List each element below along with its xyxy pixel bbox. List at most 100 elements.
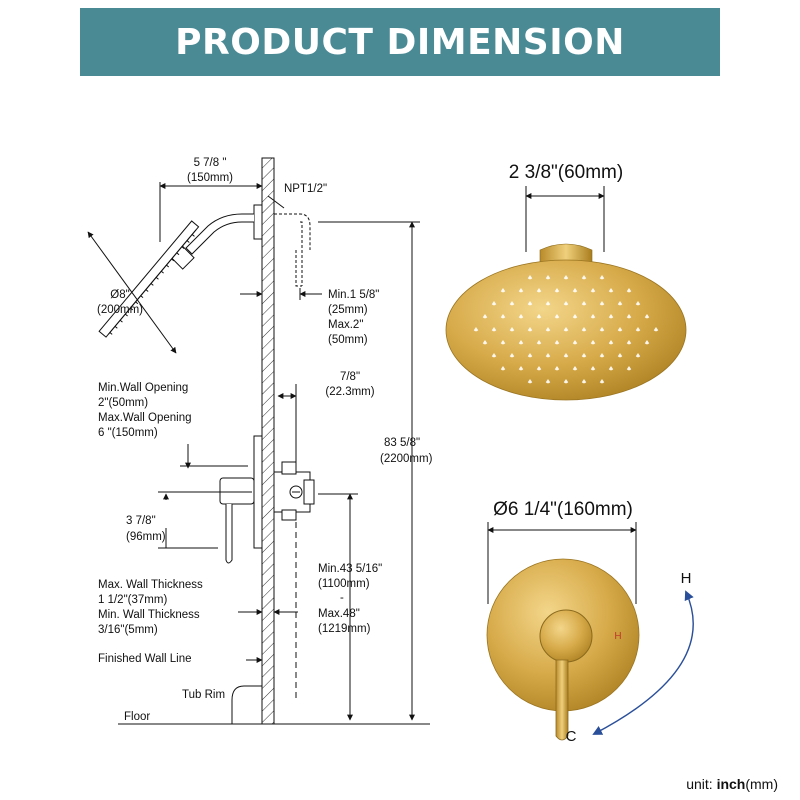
pipe-depth-min-metric: (25mm) — [328, 304, 368, 316]
nozzle-grid — [473, 275, 659, 384]
nozzle — [599, 379, 605, 384]
nozzle — [527, 379, 533, 384]
nozzle — [518, 288, 524, 293]
flange-width-label: 2 3/8"(60mm) — [509, 162, 623, 183]
nozzle — [644, 340, 650, 345]
valve-view: Ø6 1/4"(160mm) H H C — [486, 499, 694, 745]
nozzle — [599, 301, 605, 306]
valve-depth-imperial: 7/8" — [340, 371, 360, 383]
unit-primary: inch — [716, 776, 746, 792]
nozzle — [563, 275, 569, 280]
rotation-arrow — [592, 590, 694, 735]
nozzle — [572, 366, 578, 371]
pipe-depth-max: Max.2" — [328, 319, 363, 331]
title-banner: PRODUCT DIMENSION — [80, 8, 720, 76]
nozzle — [536, 288, 542, 293]
trim-plate — [253, 435, 263, 549]
nozzle — [482, 314, 488, 319]
nozzle — [500, 366, 506, 371]
nozzle — [635, 327, 641, 332]
side-view-labels: 5 7/8 " (150mm) NPT1/2" Ø8" (200mm) Min.… — [97, 157, 433, 723]
nozzle — [590, 314, 596, 319]
thread-label: NPT1/2" — [284, 183, 327, 195]
valve-height-min: Min.43 5/16" — [318, 563, 382, 575]
finished-wall-label: Finished Wall Line — [98, 653, 192, 665]
trim-offset-metric: (96mm) — [126, 531, 166, 543]
nozzle — [653, 327, 659, 332]
nozzle — [554, 314, 560, 319]
elbow-fitting — [274, 213, 311, 287]
tub-rim — [231, 685, 262, 724]
nozzle — [608, 314, 614, 319]
shower-head-side — [98, 220, 200, 338]
nozzle — [644, 314, 650, 319]
nozzle — [581, 301, 587, 306]
valve-height-dash: - — [340, 592, 344, 604]
nozzle — [617, 327, 623, 332]
arm-reach-imperial: 5 7/8 " — [194, 157, 227, 169]
nozzle — [545, 379, 551, 384]
pipe-depth-max-metric: (50mm) — [328, 334, 368, 346]
unit-note: unit: inch(mm) — [686, 776, 778, 792]
hot-label: H — [681, 570, 692, 587]
nozzle — [545, 275, 551, 280]
lever-hub — [219, 477, 255, 505]
nozzle — [617, 301, 623, 306]
pipe-depth-min: Min.1 5/8" — [328, 289, 379, 301]
head-flange — [539, 243, 593, 263]
arm-flange — [253, 204, 263, 240]
nozzle — [599, 327, 605, 332]
nozzle — [491, 353, 497, 358]
nozzle — [509, 301, 515, 306]
nozzle — [590, 366, 596, 371]
nozzle — [626, 314, 632, 319]
nozzle — [500, 288, 506, 293]
nozzle — [509, 353, 515, 358]
nozzle — [608, 340, 614, 345]
nozzle — [581, 353, 587, 358]
wall-opening-max: Max.Wall Opening — [98, 412, 192, 424]
wall-opening-max-value: 6 "(150mm) — [98, 427, 158, 439]
arm-reach-metric: (150mm) — [187, 172, 233, 184]
wall-thickness-min: Min. Wall Thickness — [98, 609, 200, 621]
nozzle — [536, 314, 542, 319]
wall-opening-min: Min.Wall Opening — [98, 382, 188, 394]
unit-label: unit: — [686, 776, 713, 792]
wall-section — [261, 157, 275, 725]
plate-diameter-label: Ø6 1/4"(160mm) — [493, 499, 633, 520]
nozzle — [608, 366, 614, 371]
nozzle — [491, 327, 497, 332]
nozzle — [554, 288, 560, 293]
nozzle — [545, 301, 551, 306]
shower-head-view: 2 3/8"(60mm) — [445, 162, 687, 401]
nozzle — [527, 275, 533, 280]
nozzle — [473, 327, 479, 332]
nozzle — [554, 340, 560, 345]
nozzle — [527, 301, 533, 306]
nozzle — [581, 379, 587, 384]
nozzle — [626, 340, 632, 345]
nozzle — [536, 340, 542, 345]
nozzle — [491, 301, 497, 306]
nozzle — [545, 353, 551, 358]
nozzle — [527, 327, 533, 332]
nozzle — [599, 353, 605, 358]
nozzle — [599, 275, 605, 280]
nozzle — [572, 288, 578, 293]
nozzle — [563, 379, 569, 384]
nozzle — [581, 275, 587, 280]
nozzle — [500, 314, 506, 319]
valve-depth-metric: (22.3mm) — [325, 386, 374, 398]
page-title: PRODUCT DIMENSION — [175, 21, 625, 63]
nozzle — [608, 288, 614, 293]
hot-mark: H — [614, 631, 621, 642]
nozzle — [590, 340, 596, 345]
nozzle — [572, 340, 578, 345]
nozzle — [518, 366, 524, 371]
lever-handle-front[interactable] — [555, 659, 569, 741]
nozzle — [536, 366, 542, 371]
cold-label: C — [566, 728, 577, 745]
nozzle — [545, 327, 551, 332]
nozzle — [626, 366, 632, 371]
